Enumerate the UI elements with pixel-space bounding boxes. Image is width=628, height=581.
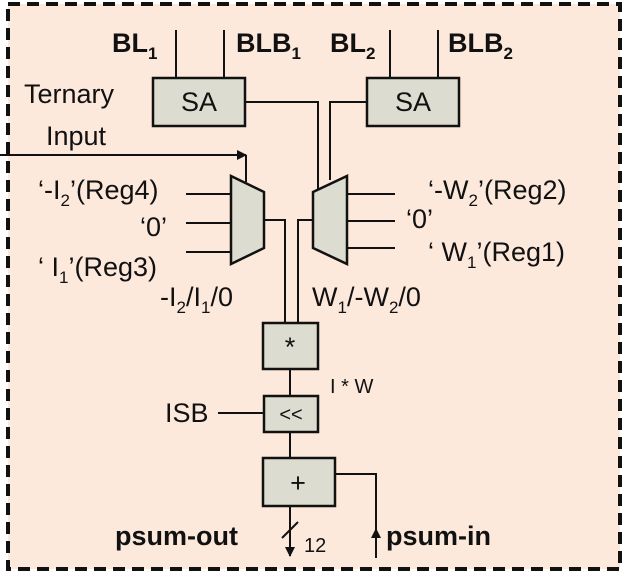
- isb-label: ISB: [165, 398, 209, 428]
- bl2-label: BL2: [330, 28, 375, 63]
- right-mux-in1-label: ‘-W2’(Reg2): [428, 175, 566, 210]
- adder-label: +: [290, 468, 306, 498]
- psum-out-label: psum-out: [115, 521, 238, 551]
- product-label: I * W: [330, 376, 373, 398]
- right-mux: [311, 174, 349, 266]
- sa-right-output-wire: [329, 101, 367, 180]
- left-mux-in3-label: ‘ I1’(Reg3): [38, 252, 157, 287]
- psum-in-arrowhead: [371, 528, 381, 538]
- left-mux-output-wire: [264, 219, 286, 323]
- sense-amp-left-label: SA: [181, 87, 217, 117]
- left-mux-output-label: -I2/I1/0: [160, 282, 233, 317]
- multiplier-block: [261, 321, 320, 371]
- sense-amp-right-label: SA: [395, 87, 431, 117]
- left-mux-in1-label: ‘-I2’(Reg4): [38, 175, 159, 210]
- right-mux-in3-label: ‘ W1’(Reg1): [428, 237, 565, 272]
- bl1-label: BL1: [112, 28, 157, 63]
- input-label: Input: [46, 121, 107, 151]
- bus-width-slash: [281, 521, 299, 539]
- sa-left-output-wire: [245, 101, 319, 190]
- left-mux-in2-label: ‘0’: [140, 212, 167, 242]
- ternary-label: Ternary: [24, 79, 115, 109]
- sense-amp-left: [151, 76, 247, 128]
- shifter-label: <<: [279, 404, 302, 426]
- right-mux-in2-label: ‘0’: [406, 204, 433, 234]
- psum-in-label: psum-in: [386, 521, 491, 551]
- multiplier-label: *: [285, 332, 296, 362]
- right-mux-output-wire: [297, 219, 313, 323]
- right-mux-output-label: W1/-W2/0: [312, 282, 421, 317]
- blb1-label: BLB1: [236, 28, 301, 63]
- blb2-label: BLB2: [448, 28, 513, 63]
- adder-block: [261, 456, 337, 508]
- left-mux: [229, 174, 266, 266]
- bus-width-label: 12: [304, 535, 326, 557]
- sense-amp-right: [365, 76, 461, 128]
